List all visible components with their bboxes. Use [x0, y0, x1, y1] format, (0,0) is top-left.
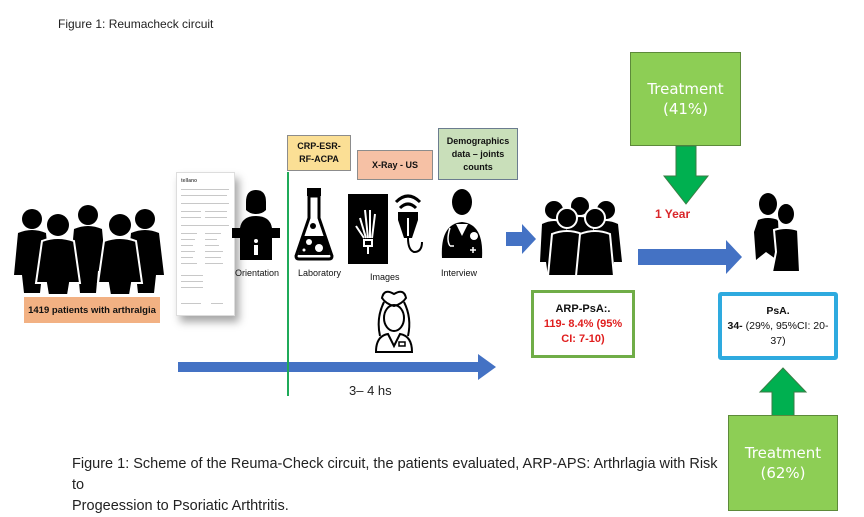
interview-data-tag: Demographics data – joints counts	[438, 128, 518, 180]
treatment-box-41: Treatment (41%)	[630, 52, 741, 146]
lab-flask-icon	[294, 188, 334, 261]
treatment-label: Treatment	[647, 80, 724, 98]
psa-value-line1: 34- (29%, 95%CI: 20-	[728, 319, 829, 334]
duration-label: 3– 4 hs	[349, 383, 392, 398]
caption-line-2: Progeession to Psoriatic Arthtritis.	[72, 498, 289, 514]
psa-percent: (29%, 95%CI: 20-	[742, 319, 829, 332]
caption-line-1: Figure 1: Scheme of the Reuma-Check circ…	[72, 456, 718, 493]
nurse-icon	[374, 290, 414, 353]
doctor-stethoscope-icon	[441, 189, 483, 258]
form-header: tellano	[181, 178, 198, 184]
lab-tests-tag: CRP-ESR-RF-ACPA	[287, 135, 351, 171]
step-label-interview: Interview	[441, 268, 478, 278]
step-label-images: Images	[370, 272, 400, 282]
patients-count-label: 1419 patients with arthralgia	[24, 297, 160, 323]
follow-up-label: 1 Year	[655, 207, 691, 221]
arp-psa-result-box: ARP-PsA:. 119- 8.4% (95% CI: 7-10)	[531, 290, 635, 358]
treatment-box-62: Treatment (62%)	[728, 415, 838, 511]
xray-ultrasound-icon	[348, 194, 423, 264]
psa-title: PsA.	[766, 304, 790, 317]
arp-group-icon	[540, 197, 622, 277]
flow-arrow-to-psa	[638, 240, 742, 274]
figure-caption: Figure 1: Scheme of the Reuma-Check circ…	[72, 454, 732, 517]
timeline-arrow	[178, 354, 496, 380]
flow-arrow-to-arp	[506, 224, 536, 254]
psa-count: 34-	[727, 319, 743, 332]
arp-title: ARP-PsA:.	[555, 302, 611, 315]
imaging-tag: X-Ray - US	[357, 150, 433, 180]
group-of-people-icon	[14, 205, 164, 296]
psa-value-line2: 37)	[770, 334, 786, 347]
step-label-orientation: Orientation	[235, 268, 280, 278]
treatment-percent: (41%)	[662, 100, 709, 118]
arp-value-line1: 119- 8.4% (95%	[543, 317, 623, 330]
reception-desk-info-icon	[232, 190, 280, 260]
treatment-percent: (62%)	[760, 464, 806, 482]
clinical-form-document-icon: tellano	[176, 172, 235, 316]
arp-value-line2: CI: 7-10)	[561, 332, 605, 345]
treatment-label: Treatment	[744, 444, 822, 462]
divider-line	[287, 172, 289, 396]
figure-title: Figure 1: Reumacheck circuit	[58, 17, 214, 31]
step-label-laboratory: Laboratory	[298, 268, 342, 278]
psa-result-box: PsA. 34- (29%, 95%CI: 20- 37)	[718, 292, 838, 360]
psa-group-icon	[754, 193, 802, 273]
treatment-down-arrow	[662, 145, 710, 205]
treatment-up-arrow	[758, 367, 808, 417]
